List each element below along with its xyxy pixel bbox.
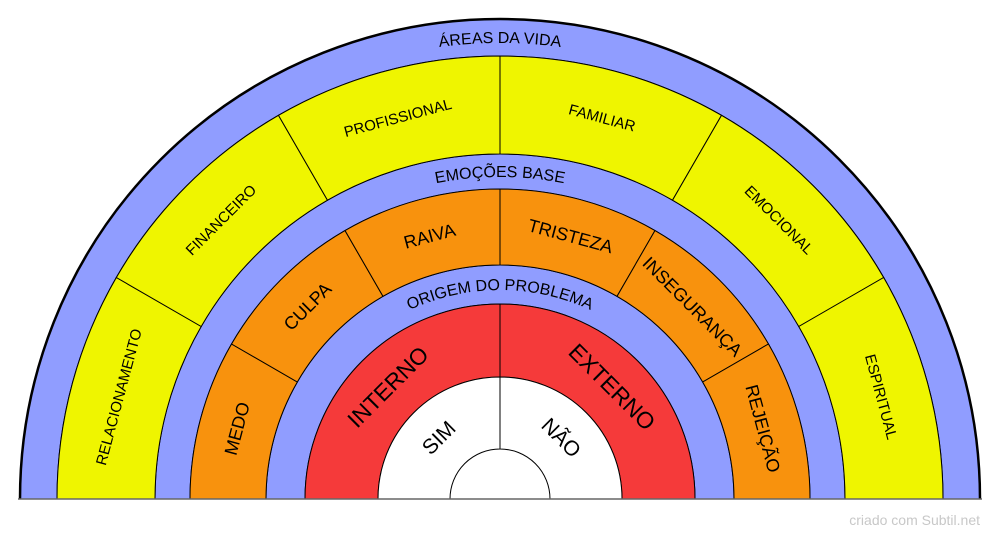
- area-segment: [115, 114, 329, 328]
- area-segment: [277, 55, 501, 201]
- area-segment: [499, 55, 723, 201]
- emotion-segment: [701, 343, 811, 500]
- area-segment: [671, 114, 885, 328]
- answer-segment: [377, 376, 501, 500]
- emotion-segment: [499, 188, 656, 298]
- area-segment: [798, 276, 944, 500]
- answer-segment: [499, 376, 623, 500]
- emotion-segment: [616, 229, 770, 383]
- outer-edge: [18, 17, 982, 500]
- emotion-segment: [230, 229, 384, 383]
- footer-credit: criado com Subtil.net: [849, 512, 980, 528]
- emotion-segment: [344, 188, 501, 298]
- band-label-0: ÁREAS DA VIDA: [437, 30, 562, 51]
